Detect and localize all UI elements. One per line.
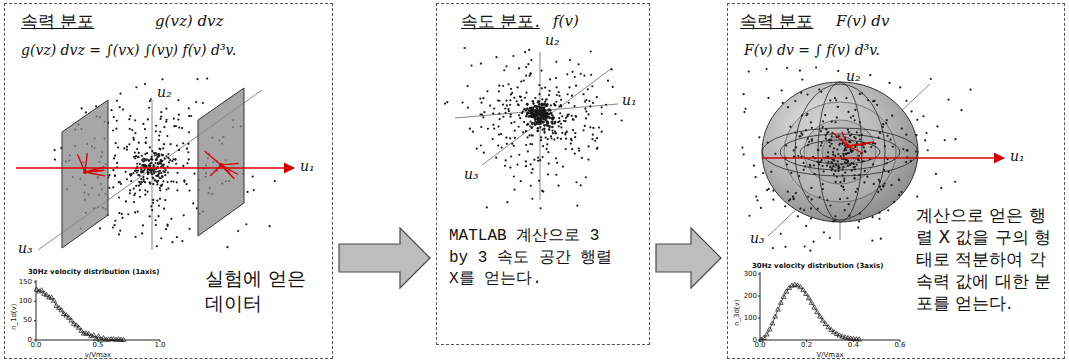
tick-label: 150 — [19, 278, 32, 286]
shell — [784, 102, 896, 202]
note-text: 계산으로 얻은 행렬 X 값을 구의 형태로 적분하여 각 속력 값에 대한 분… — [916, 204, 1056, 314]
velocity-vector — [221, 163, 239, 165]
velocity-vector — [832, 132, 848, 146]
data-curve — [761, 285, 859, 340]
note-text: MATLAB 계산으로 3 by 3 속도 공간 행렬 X를 얻는다. — [449, 226, 624, 291]
tick-label: 0.2 — [801, 341, 812, 349]
velocity-vector — [848, 146, 863, 153]
axis-arrow — [16, 167, 294, 169]
axis-label: u₂ — [545, 32, 560, 48]
center-dot — [83, 170, 87, 174]
tick-label: 0 — [28, 336, 32, 344]
tick-label: 50 — [23, 316, 32, 324]
math-symbol: F(v) dv — [836, 12, 889, 30]
velocity-scatter — [444, 47, 623, 210]
scatter-points — [523, 98, 556, 132]
panel-box: 속력 분포 g(vz) dvz g(vz) dvz = ∫(vx) ∫(vy) f(… — [4, 3, 333, 359]
panel-heading: 속력 분포 — [21, 10, 94, 33]
axis-arrow — [762, 157, 1004, 159]
tick — [758, 318, 760, 319]
x-axis — [760, 340, 900, 341]
tick-label: 1.0 — [154, 341, 165, 349]
tick — [34, 340, 36, 341]
tick-label: 100 — [744, 314, 757, 322]
math-symbol: g(vz) dvz — [155, 12, 223, 30]
tick-label: 200 — [744, 292, 757, 300]
axis-line — [455, 104, 618, 118]
tick-label: 0 — [753, 336, 757, 344]
block-arrow — [339, 228, 430, 288]
axis-title: n_3d(v) — [733, 300, 741, 326]
velocity-vector — [78, 154, 85, 172]
tick-label: 100 — [19, 297, 32, 305]
tick-label: 0.5 — [92, 341, 103, 349]
data-curve — [37, 290, 124, 340]
sphere — [762, 82, 918, 222]
panel-box: 속력 분포 F(v) dv F(v) dv = ∫ f(v) d³v. 계산으로 얻은… — [727, 3, 1065, 359]
axis-label: u₂ — [157, 84, 172, 100]
y-axis — [760, 272, 761, 340]
velocity-vector — [848, 142, 874, 146]
center-dot — [219, 163, 223, 167]
scatter-points — [126, 142, 177, 191]
note-text: 실험에 얻은 데이터 — [205, 266, 327, 315]
tick-label: 0.0 — [30, 341, 41, 349]
tick — [758, 274, 760, 275]
data-markers — [34, 287, 126, 341]
block-arrow — [656, 228, 721, 288]
axis-title: v/Vmax — [85, 351, 112, 359]
plot — [34, 280, 160, 342]
sampling-plane — [198, 88, 244, 236]
axis-label: u₁ — [622, 92, 637, 108]
axis-label: u₃ — [464, 166, 479, 182]
formula: g(vz) dvz = ∫(vx) ∫(vy) f(v) d³v. — [21, 42, 236, 58]
velocity-vector — [221, 165, 238, 175]
axis-label: u₃ — [18, 240, 33, 256]
formula: F(v) dv = ∫ f(v) d³v. — [744, 42, 880, 58]
tick — [34, 282, 36, 283]
shell-line — [795, 84, 885, 220]
shell-line — [762, 128, 918, 176]
velocity-vector — [85, 167, 105, 172]
panel-heading: 속도 분포. — [461, 10, 540, 33]
math-symbol: f(v) — [553, 12, 579, 30]
velocity-vector — [85, 153, 87, 172]
center-dot — [846, 144, 850, 148]
axis-title: n_1d(v) — [10, 304, 18, 330]
axis-label: u₂ — [846, 68, 861, 84]
sampling-plane — [62, 100, 108, 248]
axis-line — [482, 68, 612, 165]
velocity-vector — [210, 165, 221, 176]
scatter-points — [444, 47, 623, 210]
scatter-points — [802, 121, 864, 179]
plot-title: 30Hz velocity distribution (1axis) — [28, 268, 159, 276]
plot — [758, 272, 900, 342]
tick-label: 300 — [744, 270, 757, 278]
tick — [34, 301, 36, 302]
scatter-points — [54, 77, 276, 248]
axis-line — [540, 52, 541, 200]
axis-label: u₁ — [300, 158, 315, 174]
tick-label: 0.6 — [894, 341, 905, 349]
velocity-vector — [205, 151, 221, 165]
plot-title: 30Hz velocity distribution (3axis) — [752, 262, 883, 270]
panel-heading: 속력 분포 — [740, 10, 813, 33]
shell-line — [818, 82, 862, 222]
data-markers — [759, 282, 862, 341]
shell-line — [800, 140, 880, 164]
axis-title: V/Vmax — [816, 351, 843, 359]
velocity-vector — [85, 172, 105, 176]
tick — [758, 296, 760, 297]
tick-label: 0.4 — [848, 341, 859, 349]
axis-label: u₁ — [1010, 148, 1025, 164]
tick — [34, 320, 36, 321]
axis-label: u₃ — [750, 230, 765, 246]
